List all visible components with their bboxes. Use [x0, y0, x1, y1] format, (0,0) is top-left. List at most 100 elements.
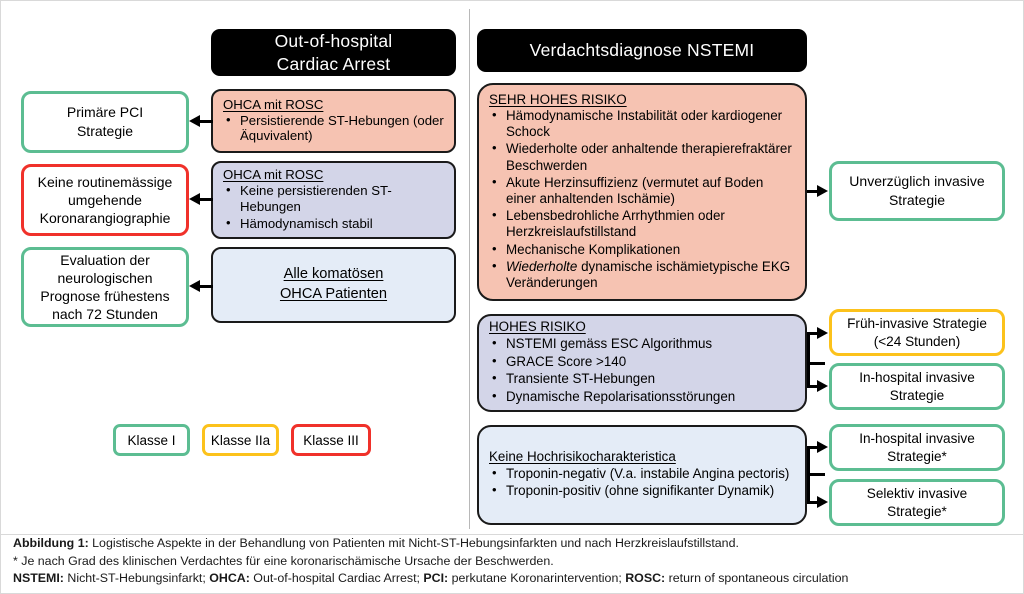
- connector-right-3-riser: [807, 446, 810, 476]
- connector-right-2-riser: [807, 332, 810, 365]
- risk-group-title: SEHR HOHES RISIKO: [489, 91, 627, 107]
- arrow-right-3b: [817, 496, 828, 508]
- abbrev-ohca-label: OHCA:: [209, 571, 250, 586]
- caption-line-2: * Je nach Grad des klinischen Verdachtes…: [13, 553, 554, 568]
- outcome-line1: In-hospital invasive: [859, 430, 975, 446]
- bullet-item: Transiente ST-Hebungen: [489, 370, 796, 388]
- arrow-left-3: [189, 280, 200, 292]
- risk-group-sehr-hohes-risiko[interactable]: SEHR HOHES RISIKO Hämodynamische Instabi…: [477, 83, 807, 301]
- bullet-item: Wiederholte oder anhaltende therapierefr…: [489, 140, 796, 173]
- risk-group-hohes-risiko[interactable]: HOHES RISIKO NSTEMI gemäss ESC Algorithm…: [477, 314, 807, 412]
- connector-right-2-branch-b: [807, 385, 819, 388]
- risk-group-keine-hochrisikocharakteristica[interactable]: Keine Hochrisikocharakteristica Troponin…: [477, 425, 807, 525]
- outcome-line4: nach 72 Stunden: [52, 306, 158, 323]
- outcome-selektiv-invasive-strategie-star[interactable]: Selektiv invasive Strategie*: [829, 479, 1005, 526]
- connector-right-3-branch-a: [807, 446, 819, 449]
- criteria-title: OHCA mit ROSC: [223, 96, 324, 112]
- outcome-line1: Selektiv invasive: [866, 485, 968, 501]
- risk-group-bullets: NSTEMI gemäss ESC Algorithmus GRACE Scor…: [489, 335, 796, 407]
- legend-klasse-iia[interactable]: Klasse IIa: [202, 424, 279, 456]
- caption-line-3: NSTEMI: Nicht-ST-Hebungsinfarkt; OHCA: O…: [13, 570, 1013, 588]
- outcome-line2: neurologischen: [57, 269, 153, 286]
- legend-klasse-i[interactable]: Klasse I: [113, 424, 190, 456]
- abbrev-ohca-text: Out-of-hospital Cardiac Arrest;: [249, 571, 424, 586]
- bullet-item-italic-lead: Wiederholte dynamische ischämietypische …: [489, 258, 796, 291]
- outcome-line1: Unverzüglich invasive: [849, 173, 985, 190]
- italic-rest: dynamische ischämietypische EKG Veränder…: [506, 258, 791, 291]
- italic-word: Wiederholte: [506, 258, 578, 274]
- abbrev-nstemi-text: Nicht-ST-Hebungsinfarkt;: [63, 571, 210, 586]
- connector-right-3-stem: [807, 473, 825, 476]
- caption-separator: [1, 534, 1023, 535]
- outcome-line2: Strategie*: [887, 503, 947, 519]
- outcome-line2: Strategie: [889, 387, 945, 403]
- arrow-left-2: [189, 193, 200, 205]
- right-column-header: Verdachtsdiagnose NSTEMI: [477, 29, 807, 72]
- outcome-line2: (<24 Stunden): [873, 333, 961, 349]
- criteria-bullets: Persistierende ST-Hebungen (oder Äquviva…: [223, 112, 445, 146]
- bullet-item: Persistierende ST-Hebungen (oder Äquviva…: [223, 112, 445, 145]
- connector-right-3-branch-b: [807, 501, 819, 504]
- caption-label: Abbildung 1:: [13, 536, 89, 551]
- left-header-line2: Cardiac Arrest: [276, 53, 391, 74]
- risk-group-title: Keine Hochrisikocharakteristica: [489, 448, 676, 464]
- arrow-left-1: [189, 115, 200, 127]
- risk-group-bullets: Hämodynamische Instabilität oder kardiog…: [489, 107, 796, 292]
- column-divider: [469, 9, 470, 529]
- bullet-item: Lebensbedrohliche Arrhythmien oder Herzk…: [489, 207, 796, 240]
- outcome-evaluation-neurologische-prognose[interactable]: Evaluation der neurologischen Prognose f…: [21, 247, 189, 327]
- legend-klasse-iii[interactable]: Klasse III: [291, 424, 371, 456]
- connector-right-3-riser-b: [807, 473, 810, 504]
- outcome-line1: Früh-invasive Strategie: [847, 315, 987, 331]
- legend-label: Klasse I: [127, 432, 176, 448]
- outcome-line2: Strategie: [76, 123, 134, 139]
- connector-left-3: [200, 285, 213, 288]
- right-header-text: Verdachtsdiagnose NSTEMI: [529, 40, 755, 61]
- risk-group-title: HOHES RISIKO: [489, 319, 586, 335]
- abbrev-rosc-text: return of spontaneous circulation: [665, 571, 849, 586]
- bullet-item: Akute Herzinsuffizienz (vermutet auf Bod…: [489, 174, 796, 207]
- outcome-line3: Prognose frühestens: [40, 288, 170, 304]
- abbrev-pci-label: PCI:: [423, 571, 449, 586]
- outcome-line2: umgehende: [68, 191, 142, 208]
- outcome-keine-routinemaessige-koronarangiographie[interactable]: Keine routinemässige umgehende Koronaran…: [21, 164, 189, 236]
- legend-label: Klasse III: [303, 432, 359, 448]
- criteria-ohca-rosc-no-st-elevation[interactable]: OHCA mit ROSC Keine persistierenden ST-H…: [211, 161, 456, 239]
- outcome-in-hospital-invasive-strategie[interactable]: In-hospital invasive Strategie: [829, 363, 1005, 410]
- left-column-header: Out-of-hospital Cardiac Arrest: [211, 29, 456, 76]
- connector-right-2-riser-b: [807, 362, 810, 388]
- criteria-ohca-rosc-st-elevation[interactable]: OHCA mit ROSC Persistierende ST-Hebungen…: [211, 89, 456, 153]
- criteria-alle-komatoesen-ohca[interactable]: Alle komatösen OHCA Patienten: [211, 247, 456, 323]
- connector-right-2-stem: [807, 362, 825, 365]
- outcome-line1: In-hospital invasive: [859, 369, 975, 385]
- outcome-line2: Strategie: [888, 192, 946, 208]
- legend-label: Klasse IIa: [210, 432, 271, 448]
- outcome-line1: Primäre PCI: [66, 104, 144, 121]
- outcome-unverzueglich-invasive-strategie[interactable]: Unverzüglich invasive Strategie: [829, 161, 1005, 221]
- bullet-item: Mechanische Komplikationen: [489, 241, 796, 258]
- criteria-title-line2: OHCA Patienten: [279, 286, 388, 302]
- criteria-title: OHCA mit ROSC: [223, 167, 324, 183]
- risk-group-bullets: Troponin-negativ (V.a. instabile Angina …: [489, 465, 796, 502]
- bullet-item: NSTEMI gemäss ESC Algorithmus: [489, 335, 796, 353]
- bullet-item: Hämodynamische Instabilität oder kardiog…: [489, 107, 796, 140]
- connector-right-1: [807, 190, 819, 193]
- criteria-bullets: Keine persistierenden ST-Hebungen Hämody…: [223, 182, 445, 233]
- bullet-item: Troponin-negativ (V.a. instabile Angina …: [489, 465, 796, 483]
- outcome-primaere-pci-strategie[interactable]: Primäre PCI Strategie: [21, 91, 189, 153]
- criteria-title-line1: Alle komatösen: [283, 266, 384, 283]
- bullet-item: GRACE Score >140: [489, 353, 796, 371]
- left-header-line1: Out-of-hospital: [274, 31, 393, 52]
- outcome-in-hospital-invasive-strategie-star[interactable]: In-hospital invasive Strategie*: [829, 424, 1005, 471]
- bullet-item: Troponin-positiv (ohne signifikanter Dyn…: [489, 482, 796, 500]
- outcome-line2: Strategie*: [887, 448, 947, 464]
- outcome-frueh-invasive-strategie[interactable]: Früh-invasive Strategie (<24 Stunden): [829, 309, 1005, 356]
- abbrev-pci-text: perkutane Koronarintervention;: [448, 571, 626, 586]
- arrow-right-2b: [817, 380, 828, 392]
- figure-caption: Abbildung 1: Logistische Aspekte in der …: [13, 535, 1013, 588]
- outcome-line1: Keine routinemässige: [37, 173, 173, 190]
- connector-left-2: [200, 198, 213, 201]
- bullet-item: Keine persistierenden ST-Hebungen: [223, 182, 445, 215]
- arrow-right-2a: [817, 327, 828, 339]
